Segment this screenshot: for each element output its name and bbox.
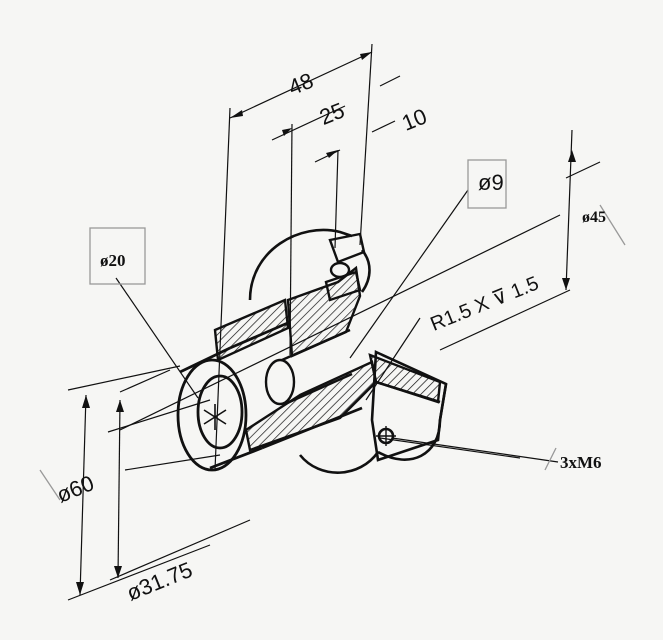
handwritten-marks xyxy=(39,159,626,501)
thread-note-label: 3xM6 xyxy=(560,453,602,472)
center-lines xyxy=(119,214,561,471)
dim-10-label: 10 xyxy=(398,103,430,135)
dim-48-label: 48 xyxy=(285,68,317,100)
right-block xyxy=(370,350,448,462)
inner-bore xyxy=(264,328,353,406)
dim-25-label: 25 xyxy=(316,98,348,130)
dim-dia60-label: ø60 xyxy=(53,470,98,507)
dim-dia45-label: ø45 xyxy=(582,209,606,226)
front-hub xyxy=(176,320,363,472)
dim-dia9-label: ø9 xyxy=(478,170,504,195)
center-mark xyxy=(203,404,227,430)
arrowheads xyxy=(76,52,576,595)
dim-dia20-label: ø20 xyxy=(100,251,126,270)
groove-note-label: R1.5 X ⊽ 1.5 xyxy=(427,272,542,335)
